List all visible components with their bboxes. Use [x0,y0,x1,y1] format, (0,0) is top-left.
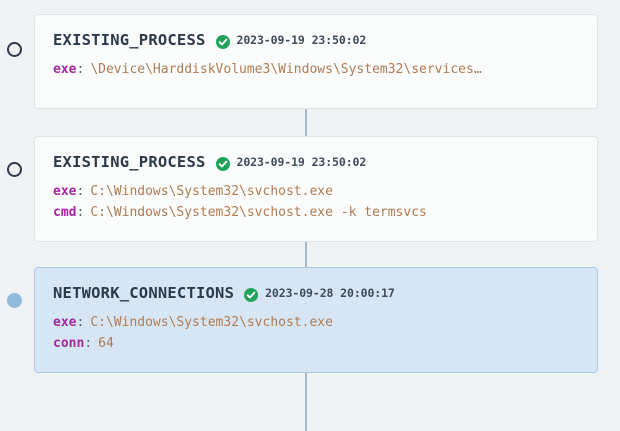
hollow-circle-marker[interactable] [7,42,22,57]
field-colon: : [76,315,85,330]
verified-check-icon [244,287,259,302]
verified-check-icon [215,34,230,49]
field-value: 64 [98,336,114,351]
event-field-row: cmd: C:\Windows\System32\svchost.exe -k t… [53,202,579,223]
field-key: conn [53,336,85,351]
event-card-header: NETWORK_CONNECTIONS 2023-09-28 20:00:17 [53,284,579,302]
event-type-label: EXISTING_PROCESS [53,153,206,171]
event-field-row: exe: C:\Windows\System32\svchost.exe [53,312,579,333]
hollow-circle-marker[interactable] [7,162,22,177]
event-type-label: NETWORK_CONNECTIONS [53,284,235,302]
timeline-event-row[interactable]: NETWORK_CONNECTIONS 2023-09-28 20:00:17 … [0,267,620,373]
event-type-label: EXISTING_PROCESS [53,31,206,49]
field-value: \Device\HarddiskVolume3\Windows\System32… [90,62,482,77]
timeline-event-row[interactable]: EXISTING_PROCESS 2023-09-19 23:50:02 exe… [0,14,620,109]
field-colon: : [76,205,85,220]
event-card[interactable]: EXISTING_PROCESS 2023-09-19 23:50:02 exe… [34,136,598,242]
field-value: C:\Windows\System32\svchost.exe -k terms… [90,205,427,220]
field-key: exe [53,315,77,330]
field-value: C:\Windows\System32\svchost.exe [90,315,333,330]
event-field-list: exe: C:\Windows\System32\svchost.exe conn… [53,312,579,354]
verified-check-icon [215,156,230,171]
event-card-selected[interactable]: NETWORK_CONNECTIONS 2023-09-28 20:00:17 … [34,267,598,373]
event-field-row: conn:64 [53,333,579,354]
event-field-row: exe: \Device\HarddiskVolume3\Windows\Syst… [53,59,579,80]
event-field-list: exe: \Device\HarddiskVolume3\Windows\Syst… [53,59,579,80]
field-colon: : [76,184,85,199]
field-key: exe [53,184,77,199]
field-colon: : [84,336,93,351]
field-key: cmd [53,205,77,220]
event-timestamp: 2023-09-28 20:00:17 [265,286,395,300]
event-field-row: exe: C:\Windows\System32\svchost.exe [53,181,579,202]
event-card-header: EXISTING_PROCESS 2023-09-19 23:50:02 [53,31,579,49]
timeline-event-row[interactable]: EXISTING_PROCESS 2023-09-19 23:50:02 exe… [0,136,620,242]
event-card[interactable]: EXISTING_PROCESS 2023-09-19 23:50:02 exe… [34,14,598,109]
event-timeline-list: EXISTING_PROCESS 2023-09-19 23:50:02 exe… [0,14,620,373]
event-card-header: EXISTING_PROCESS 2023-09-19 23:50:02 [53,153,579,171]
filled-circle-marker[interactable] [7,293,22,308]
event-timestamp: 2023-09-19 23:50:02 [236,155,367,169]
event-field-list: exe: C:\Windows\System32\svchost.exe cmd:… [53,181,579,223]
field-value: C:\Windows\System32\svchost.exe [90,184,333,199]
event-timestamp: 2023-09-19 23:50:02 [236,33,367,47]
field-colon: : [76,62,85,77]
field-key: exe [53,62,77,77]
